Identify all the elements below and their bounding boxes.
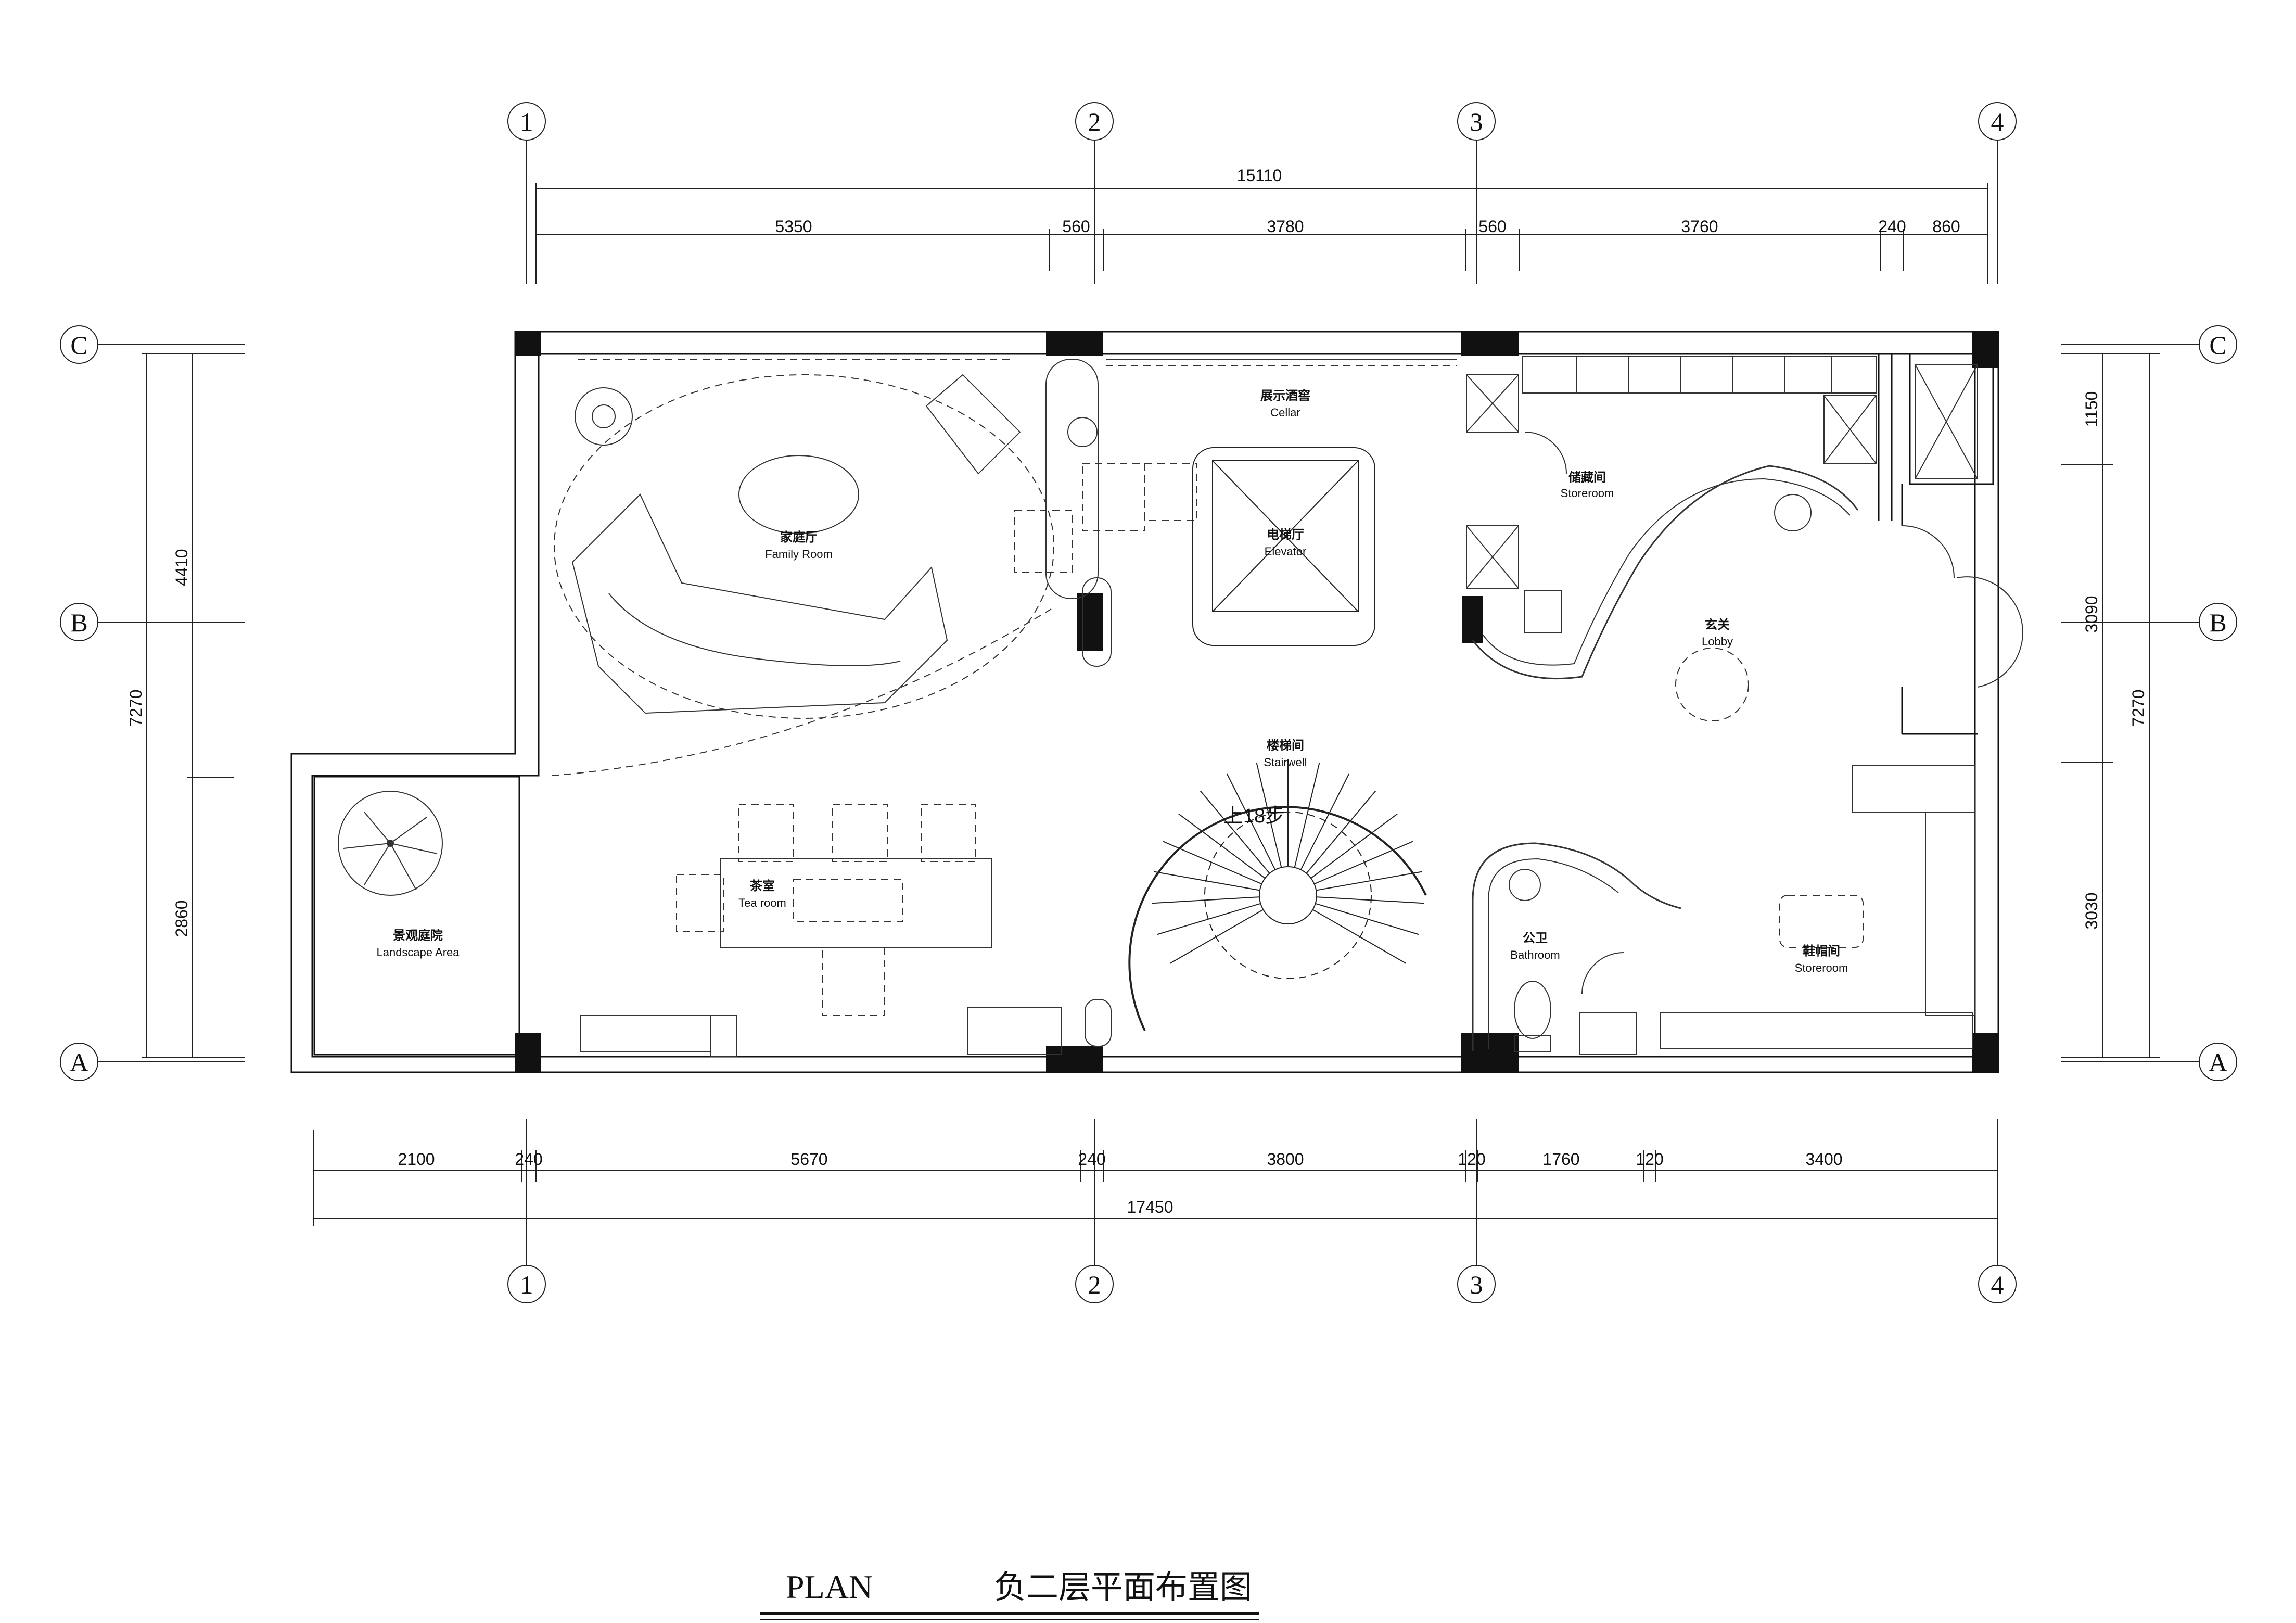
room-name-zh: 玄关 [1705,617,1730,632]
dim-top-seg: 3760 [1681,217,1718,236]
room-name-zh: 储藏间 [1568,470,1606,485]
title-block: PLAN 负二层平面布置图 [760,1568,1259,1620]
axis-row-c-right: C [2209,331,2226,360]
dim-top-seg: 5350 [775,217,812,236]
room-name-zh: 公卫 [1523,931,1548,945]
axis-col-1-bottom: 1 [520,1270,533,1299]
structural-columns [515,332,1998,1072]
room-name-en: Bathroom [1510,948,1560,961]
stair-tread [1178,813,1266,879]
drawing-title-en: PLAN [786,1568,873,1605]
axis-col-2-top: 2 [1088,107,1101,136]
axis-row-b-right: B [2209,608,2226,637]
room-name-zh: 茶室 [750,879,775,893]
dim-bottom-seg: 240 [515,1150,542,1169]
dim-left-total: 7270 [126,689,145,726]
bathroom-shoe-fixtures [1472,765,1975,1055]
axis-row-c-left: C [70,331,87,360]
dim-right-seg: 3030 [2082,892,2101,929]
dim-top-seg: 560 [1478,217,1506,236]
dim-right-seg: 3090 [2082,595,2101,632]
axis-labels: 1 2 3 4 1 2 3 4 C B A C B A [70,107,2227,1299]
stair-tread [1310,813,1398,879]
dim-top-seg: 240 [1878,217,1906,236]
room-labels: 家庭厅 Family Room 展示酒窖 Cellar 电梯厅 Elevator… [376,388,1848,974]
stair-tread [1200,790,1270,874]
drawing-title-zh: 负二层平面布置图 [994,1568,1252,1606]
axis-col-1-top: 1 [520,107,533,136]
axis-col-3-bottom: 3 [1470,1270,1483,1299]
stair-tread [1316,896,1424,904]
dim-right-total: 7270 [2129,689,2148,726]
dim-bottom-seg: 5670 [790,1150,827,1169]
axis-col-3-top: 3 [1470,107,1483,136]
walls [290,331,1999,1073]
room-name-zh: 楼梯间 [1267,738,1304,753]
dimension-lines [142,183,2160,1226]
dim-bottom-seg: 3400 [1805,1150,1842,1169]
tea-room-furniture [551,608,1112,1057]
dim-bottom-seg: 120 [1458,1150,1485,1169]
dimension-texts: 15110 5350 560 3780 560 3760 240 860 210… [126,166,2148,1216]
stair-tread [1226,773,1276,870]
family-room-furniture [554,359,1054,719]
stair-tread [1306,790,1376,874]
dim-left-seg: 2860 [172,900,191,937]
dim-bottom-seg: 2100 [398,1150,435,1169]
dim-bottom-total: 17450 [1127,1198,1173,1216]
axis-grid [60,102,2237,1303]
room-name-en: Lobby [1702,635,1733,648]
dim-top-seg: 860 [1932,217,1960,236]
dim-top-seg: 3780 [1267,217,1304,236]
dim-bottom-seg: 120 [1636,1150,1663,1169]
stair-tread [1316,871,1423,891]
room-name-en: Cellar [1270,406,1300,419]
room-name-en: Landscape Area [376,946,460,959]
axis-col-2-bottom: 2 [1088,1270,1101,1299]
room-name-en: Family Room [765,548,833,561]
dim-bottom-seg: 1760 [1542,1150,1579,1169]
axis-row-a-left: A [70,1048,88,1077]
stair-tread [1157,903,1261,935]
axis-row-b-left: B [70,608,87,637]
room-name-zh: 家庭厅 [780,530,818,544]
room-name-zh: 景观庭院 [393,928,443,943]
axis-col-4-bottom: 4 [1991,1270,2004,1299]
stair-tread [1300,773,1350,870]
dim-right-seg: 1150 [2082,391,2101,427]
stair-tread [1256,762,1282,868]
axis-col-4-top: 4 [1991,107,2004,136]
room-name-en: Stairwell [1264,756,1307,769]
dim-bottom-seg: 3800 [1267,1150,1304,1169]
room-name-zh: 电梯厅 [1267,527,1304,542]
landscape-tree [338,791,443,896]
room-name-en: Elevator [1265,545,1307,558]
stair-tread [1312,909,1407,964]
room-name-en: Storeroom [1561,487,1614,500]
elevator-shaft [1192,447,1375,646]
stair-tread [1153,871,1260,891]
stair-tread [1163,841,1262,885]
stair-tread [1315,903,1419,935]
storeroom-lobby-fixtures [1466,356,2023,721]
stair-tread [1314,841,1413,885]
dim-bottom-seg: 240 [1078,1150,1105,1169]
cellar-fixtures [1014,359,1457,667]
stair-tread [1152,896,1260,904]
spiral-stair [1128,759,1427,1031]
stair-tread [1294,762,1320,868]
room-name-en: Storeroom [1795,961,1848,974]
stair-tread [1169,909,1264,964]
dim-top-seg: 560 [1062,217,1090,236]
dim-left-seg: 4410 [172,549,191,586]
room-name-zh: 鞋帽间 [1803,944,1840,958]
room-name-en: Tea room [738,896,786,909]
dim-top-total: 15110 [1237,166,1282,185]
axis-row-a-right: A [2209,1048,2227,1077]
stair-direction-label: 上18步 [1223,805,1285,827]
room-name-zh: 展示酒窖 [1260,388,1310,403]
